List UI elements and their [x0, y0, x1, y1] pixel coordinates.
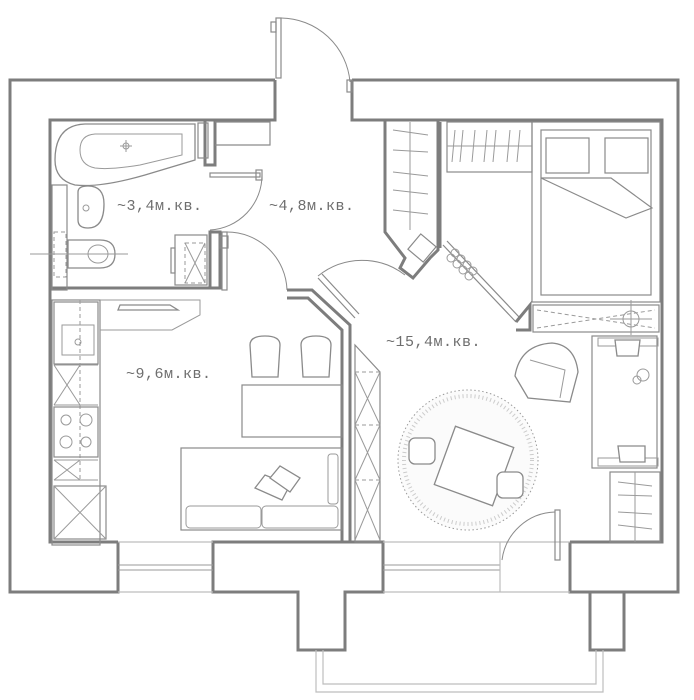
entry-door[interactable]	[270, 17, 353, 93]
bar-counter	[241, 384, 343, 438]
pillow-icon	[269, 465, 301, 493]
kitchen-sink-icon	[74, 338, 82, 346]
outer-walls	[8, 78, 680, 693]
bathtub-icon	[54, 123, 196, 187]
hallway	[219, 231, 406, 542]
range-hood-icon	[117, 304, 181, 311]
double-bed-icon	[540, 129, 652, 296]
sink-icon	[77, 185, 105, 229]
crib-icon	[591, 335, 658, 469]
armchair-icon	[514, 342, 579, 403]
chair-icon	[496, 471, 524, 499]
room-area-hallway: ~4,8м.кв.	[269, 198, 355, 215]
room-area-bedroom: ~15,4м.кв.	[386, 334, 482, 351]
bathroom	[30, 118, 271, 291]
room-area-kitchen: ~9,6м.кв.	[126, 366, 212, 383]
fridge-icon	[53, 485, 107, 540]
bar-stool-icon	[300, 335, 332, 378]
chair-icon	[408, 437, 436, 465]
bedroom	[383, 120, 661, 561]
stove-icon	[53, 406, 99, 458]
sofa-icon	[180, 447, 343, 531]
kitchen	[51, 299, 381, 546]
room-area-bathroom: ~3,4м.кв.	[117, 198, 203, 215]
bar-stool-icon	[249, 335, 281, 378]
